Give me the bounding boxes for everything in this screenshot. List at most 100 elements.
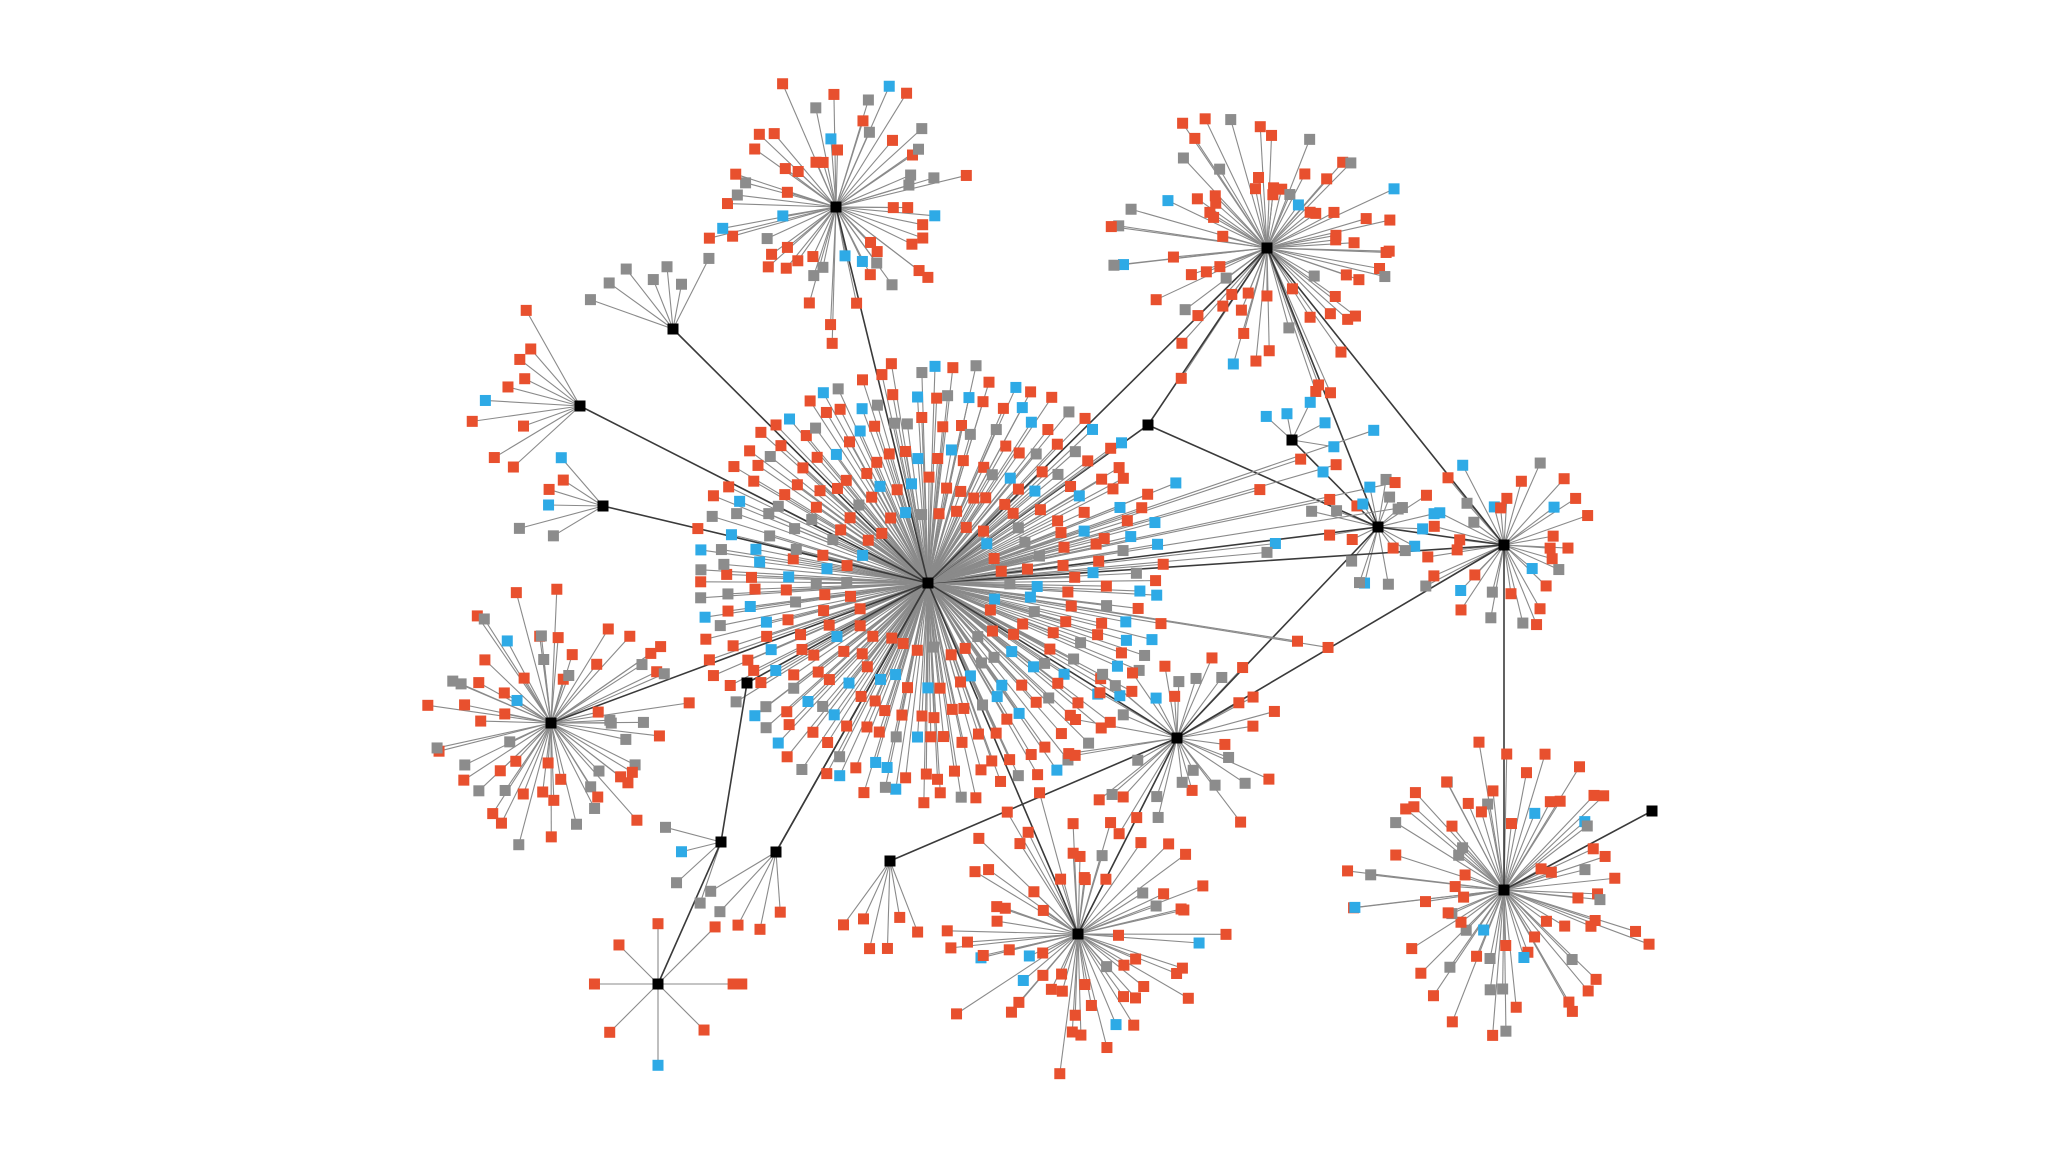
left-leaf-node	[571, 818, 583, 830]
center-leaf-node	[885, 358, 897, 370]
center-leaf-node	[991, 691, 1003, 703]
smTL1-edge	[608, 282, 674, 330]
topB-edge	[1266, 211, 1311, 249]
center-edge	[927, 382, 990, 584]
topB-leaf-node	[1177, 152, 1189, 164]
hub-link-edge	[927, 582, 1079, 935]
smTL1-leaf-node	[675, 278, 687, 290]
center-edge	[700, 549, 929, 584]
midB-leaf-node	[1106, 788, 1118, 800]
center-edge	[927, 411, 1070, 584]
smTL3-leaf-node	[513, 522, 525, 534]
botR-leaf-node	[1587, 843, 1599, 855]
midB-leaf-node	[1247, 720, 1259, 732]
topB-leaf-node	[1253, 172, 1265, 184]
center-leaf-node	[764, 530, 776, 542]
center-leaf-node	[983, 376, 995, 388]
right-edge	[1503, 544, 1547, 587]
center-edge	[760, 431, 929, 584]
center-far-leaf-node	[1322, 641, 1334, 653]
center-leaf-node	[730, 696, 742, 708]
center-edge	[927, 445, 1007, 584]
topA-leaf-node	[906, 238, 918, 250]
botR-edge	[1467, 803, 1505, 891]
topA-leaf-node	[901, 87, 913, 99]
topB-edge	[1266, 204, 1299, 249]
hub-node-smL	[741, 677, 753, 689]
left-leaf-node	[555, 773, 567, 785]
topB-edge	[1266, 218, 1367, 249]
botC-edge	[1077, 856, 1081, 935]
hub-link-edge	[1176, 544, 1505, 739]
topB-leaf-node	[1292, 199, 1304, 211]
center-leaf-node	[986, 469, 998, 481]
smTL1-edge	[666, 266, 674, 330]
center-leaf-node	[902, 682, 914, 694]
topB-leaf-node	[1250, 355, 1262, 367]
center-leaf-node	[1120, 634, 1132, 646]
center-leaf-node	[695, 544, 707, 556]
smTL2-leaf-node	[466, 415, 478, 427]
midB-edge	[1176, 677, 1223, 739]
hub-node-smC	[884, 855, 896, 867]
center-leaf-node	[1132, 602, 1144, 614]
botR-edge	[1503, 889, 1592, 927]
center-leaf-node	[1016, 679, 1028, 691]
botC-leaf-node	[1014, 838, 1026, 850]
botR-edge	[1447, 889, 1505, 914]
center-edge	[729, 582, 929, 686]
botC-edge	[983, 933, 1079, 957]
center-leaf-node	[817, 549, 829, 561]
midB-edge	[1111, 737, 1178, 795]
center-leaf-node	[997, 402, 1009, 414]
center-leaf-node	[916, 411, 928, 423]
hub-link-edge	[1176, 526, 1379, 739]
center-leaf-node	[695, 576, 707, 588]
center-leaf-node	[989, 593, 1001, 605]
midB-edge	[1155, 697, 1178, 739]
botC-edge	[1077, 885, 1204, 935]
topB-leaf-node	[1335, 346, 1347, 358]
botR-leaf-node	[1484, 953, 1496, 965]
botC-leaf-node	[1105, 817, 1117, 829]
center-long-edge	[927, 489, 1260, 584]
botR-edge	[1492, 790, 1505, 891]
center-leaf-node	[988, 552, 1000, 564]
midB-leaf-node	[1093, 794, 1105, 806]
botR-edge	[1465, 889, 1505, 931]
topA-leaf-node	[749, 143, 761, 155]
center-leaf-node	[1095, 722, 1107, 734]
center-leaf-node	[820, 406, 832, 418]
center-edge	[927, 477, 1124, 584]
smB-leaf-node	[705, 885, 717, 897]
center-leaf-node	[772, 737, 784, 749]
center-leaf-node	[970, 360, 982, 372]
left-leaf-node	[431, 742, 443, 754]
smTL1-leaf-node	[620, 263, 632, 275]
smC-edge	[886, 860, 891, 949]
center-edge	[720, 582, 929, 627]
left-leaf-node	[510, 587, 522, 599]
topA-edge	[835, 86, 890, 208]
center-leaf-node	[1111, 660, 1123, 672]
topA-leaf-node	[761, 233, 773, 245]
left-leaf-node	[447, 675, 459, 687]
left-leaf-node	[602, 623, 614, 635]
center-edge	[876, 405, 929, 584]
botR-edge	[1451, 825, 1505, 891]
center-leaf-node	[916, 509, 928, 521]
smF-edge	[1291, 402, 1311, 441]
center-leaf-node	[1025, 749, 1037, 761]
topB-leaf-node	[1268, 182, 1280, 194]
smA-leaf-node	[675, 846, 687, 858]
center-leaf-node	[1044, 643, 1056, 655]
topB-edge	[1266, 247, 1311, 318]
center-far-leaf-node	[1295, 453, 1307, 465]
topA-leaf-node	[862, 94, 874, 106]
center-leaf-node	[986, 625, 998, 637]
hub-node-smD	[652, 978, 664, 990]
topA-leaf-node	[777, 210, 789, 222]
center-leaf-node	[822, 737, 834, 749]
center-leaf-node	[1028, 606, 1040, 618]
smTL3-leaf-node	[557, 474, 569, 486]
